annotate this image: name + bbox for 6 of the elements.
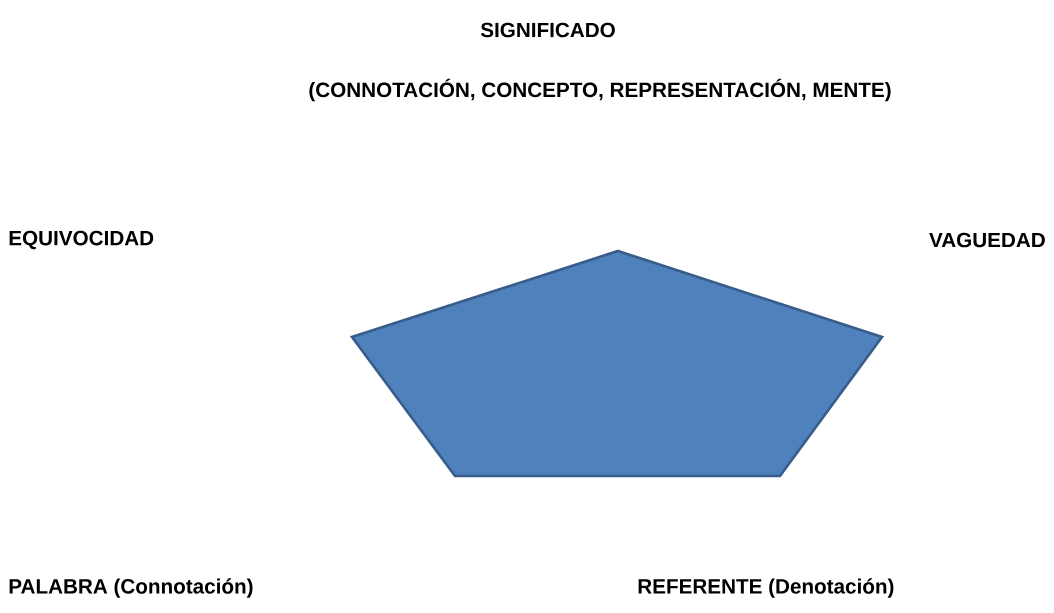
label-text: EQUIVOCIDAD (9, 230, 154, 250)
label-text: PALABRA (Connotación) (9, 578, 253, 598)
label-text: SIGNIFICADO (480, 22, 615, 38)
label-text: (CONNOTACIÓN, CONCEPTO, REPRESENTACIÓN, MENTE) (309, 78, 891, 102)
label-text: VAGUEDAD (929, 232, 1045, 248)
label-text: REFERENTE (Denotación) (638, 578, 894, 598)
